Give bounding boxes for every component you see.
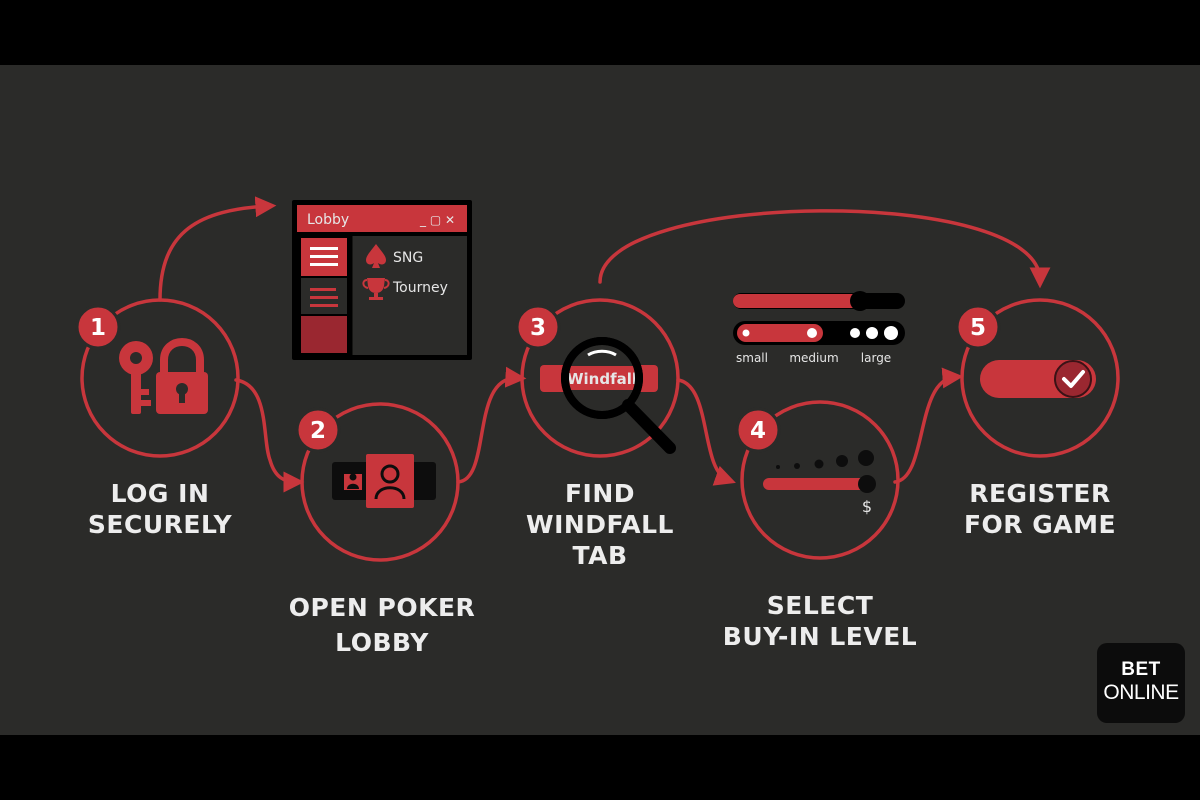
svg-text:3: 3 [530,315,546,341]
step-5-circle [960,298,1120,458]
step-2-circle [300,402,460,562]
buyin-slider-top [733,291,905,311]
window-controls: _ ▢ ✕ [419,213,455,227]
lobby-item-tourney: Tourney [392,280,448,296]
step-3-circle [520,298,680,458]
letterbox-bottom [0,735,1200,800]
register-toggle [980,360,1096,398]
step-1-badge: 1 [75,304,121,350]
brand-line-1: BET [1121,659,1161,680]
arrow-2-to-3 [456,366,527,484]
size-label-medium: medium [789,351,838,365]
chip-scale-icon [776,450,874,469]
brand-logo: BET ONLINE [1097,643,1185,723]
key-icon [119,341,153,414]
arrow-3-to-4 [676,378,736,486]
arrow-1-to-lobby [158,196,277,302]
step-5-badge: 5 [955,304,1001,350]
magnifier-icon [561,337,676,454]
brand-line-2: ONLINE [1103,681,1179,704]
windfall-tab-label: Windfall [567,370,637,388]
step-4-circle [740,400,900,560]
size-selector [733,321,905,345]
spade-icon [366,244,386,268]
buyin-slider [763,475,876,493]
letterbox-top [0,0,1200,65]
arrow-3-to-5 [598,209,1051,289]
lobby-title: Lobby [307,212,349,228]
step-3-badge: 3 [515,304,561,350]
lobby-item-sng: SNG [393,250,423,266]
step-number-badges: 1 2 3 4 5 [75,304,1001,453]
arrow-4-to-5 [893,367,964,484]
svg-text:1: 1 [90,315,106,341]
padlock-icon [156,338,208,414]
step-2-badge: 2 [295,407,341,453]
svg-text:2: 2 [310,418,326,444]
lobby-window: Lobby _ ▢ ✕ SNG Tourney [292,200,472,360]
step-circles [80,298,1120,562]
step-1-circle [80,298,240,458]
connector-lines [158,196,1051,493]
arrow-1-to-2 [234,378,305,493]
dollar-sign: $ [862,497,872,516]
size-label-small: small [736,351,768,365]
checkmark-icon [1062,370,1085,388]
step-4-badge: 4 [735,407,781,453]
players-icon [332,454,436,508]
trophy-icon [362,278,390,300]
svg-text:5: 5 [970,315,986,341]
size-label-large: large [861,351,891,365]
svg-text:4: 4 [750,418,766,444]
